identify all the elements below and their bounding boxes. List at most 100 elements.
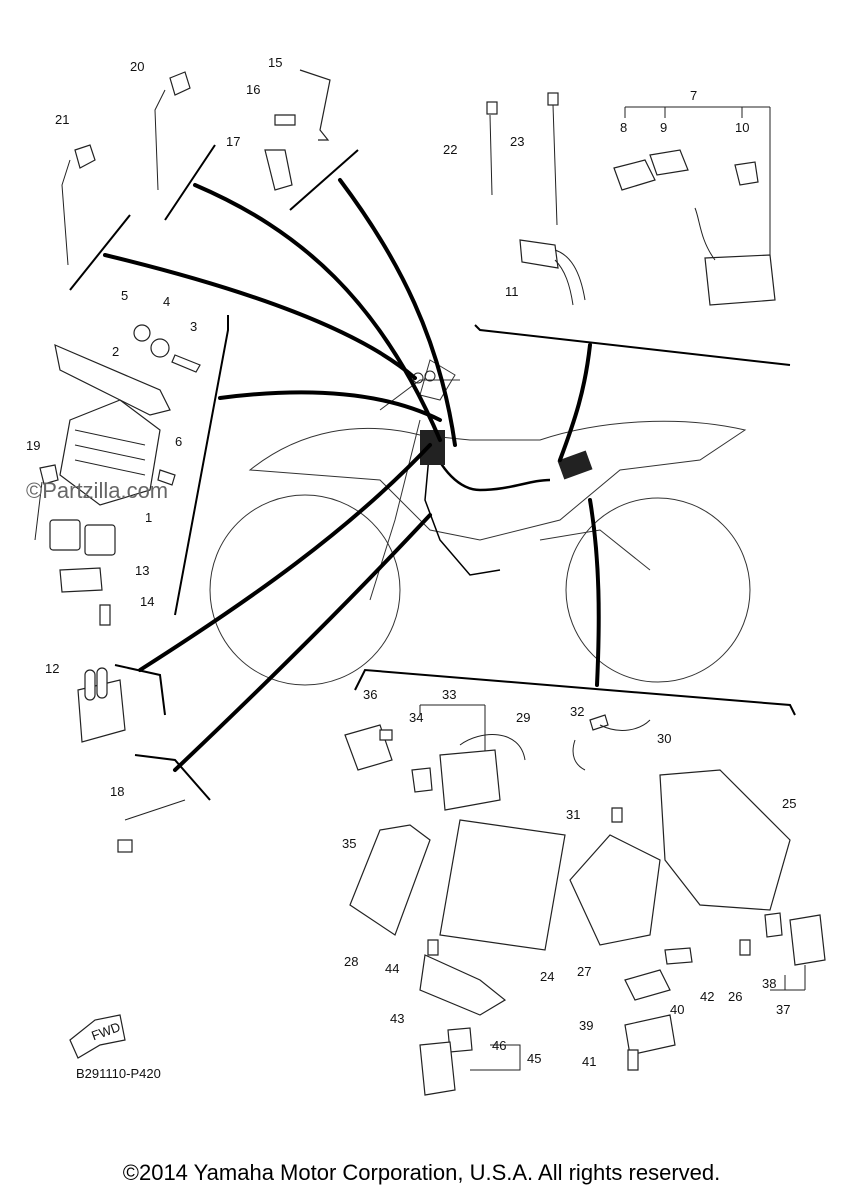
leader-45 [470,1044,521,1071]
rectifier-group [34,324,201,626]
callout-30: 30 [657,731,671,746]
part-6-bolt [157,469,176,486]
front-wheel [209,494,401,686]
copyright-notice: ©2014 Yamaha Motor Corporation, U.S.A. A… [122,1160,721,1185]
part-37-connector [789,914,826,966]
callout-33: 33 [442,687,456,702]
callout-24: 24 [540,969,554,984]
leader-37 [770,965,806,991]
callout-41: 41 [582,1054,596,1069]
fwd-arrow: FWD [69,1014,126,1059]
frame-battery-group [354,668,796,716]
part-33-starter-relay [439,749,501,811]
callout-7: 7 [690,88,697,103]
leader-12 [138,443,432,672]
part-26-bolt [739,939,751,956]
callout-27: 27 [577,964,591,979]
leader-7-sub [624,106,771,290]
relay-group [486,92,776,306]
part-18-strap [124,799,186,821]
part-3-bolt [171,354,201,373]
part-25-bracket [659,769,791,911]
part-10 [734,161,759,186]
part-9 [649,149,689,176]
part-18-head [117,839,133,853]
callout-13: 13 [135,563,149,578]
callout-42: 42 [700,989,714,1004]
callout-23: 23 [510,134,524,149]
leader-18 [173,513,432,772]
battery-group [344,704,826,1096]
part-15-bracket [299,69,331,141]
leader-20 [193,183,442,442]
frame-21 [69,214,131,291]
callout-37: 37 [776,1002,790,1017]
part-1-connector-a [49,519,81,551]
harness-branch [424,444,501,576]
callout-21: 21 [55,112,69,127]
callout-31: 31 [566,807,580,822]
callout-26: 26 [728,989,742,1004]
part-21-head [74,144,96,169]
callout-10: 10 [735,120,749,135]
part-46-cap [447,1027,473,1053]
body-panels [248,420,747,541]
part-11-wires [554,249,586,306]
callout-44: 44 [385,961,399,976]
part-7-wire [694,207,716,261]
part-36-bolt [379,729,393,741]
part-45-fuse-holder [419,1041,456,1096]
frame-12 [114,664,166,716]
callout-5: 5 [121,288,128,303]
callout-18: 18 [110,784,124,799]
callout-22: 22 [443,142,457,157]
part-23-tie [552,104,558,226]
frame-7-group [474,324,791,366]
callout-20: 20 [130,59,144,74]
callout-32: 32 [570,704,584,719]
leader-arrows [103,178,601,772]
part-41-bolt [627,1049,639,1071]
part-5-collar [133,324,151,342]
part-19-strap [34,481,43,541]
callout-39: 39 [579,1018,593,1033]
part-20-head [169,71,191,96]
part-12-fuse-b [96,667,108,699]
callout-43: 43 [390,1011,404,1026]
callout-16: 16 [246,82,260,97]
leader-battery [588,498,601,687]
part-12-fuse-a [84,669,96,701]
callout-1: 1 [145,510,152,525]
callout-40: 40 [670,1002,684,1017]
watermark: ©Partzilla.com [26,478,169,503]
callout-38: 38 [762,976,776,991]
diagram-code: B291110-P420 [76,1066,161,1081]
frame-15-17 [289,149,359,211]
part-1-fins [74,429,146,476]
callout-9: 9 [660,120,667,135]
callout-6: 6 [175,434,182,449]
callout-45: 45 [527,1051,541,1066]
part-29-lead [459,734,526,761]
callout-34: 34 [409,710,423,725]
part-2-bracket [54,343,171,416]
part-22-head [486,101,498,115]
part-8 [613,159,656,191]
part-21-strap [61,159,71,266]
callout-46: 46 [492,1038,506,1053]
callout-19: 19 [26,438,40,453]
callout-2: 2 [112,344,119,359]
part-7-box [704,254,776,306]
part-27-cover [569,834,661,946]
part-23-head [547,92,559,106]
callout-36: 36 [363,687,377,702]
part-39-sensor [624,1014,676,1056]
part-22-tie [489,114,493,196]
part-17-clamp [264,149,293,191]
callout-11: 11 [505,284,519,299]
leader-15 [338,178,457,447]
part-38 [764,912,783,938]
part-40-bracket [624,969,671,1001]
part-1-connector-b [84,524,116,556]
callout-12: 12 [45,661,59,676]
